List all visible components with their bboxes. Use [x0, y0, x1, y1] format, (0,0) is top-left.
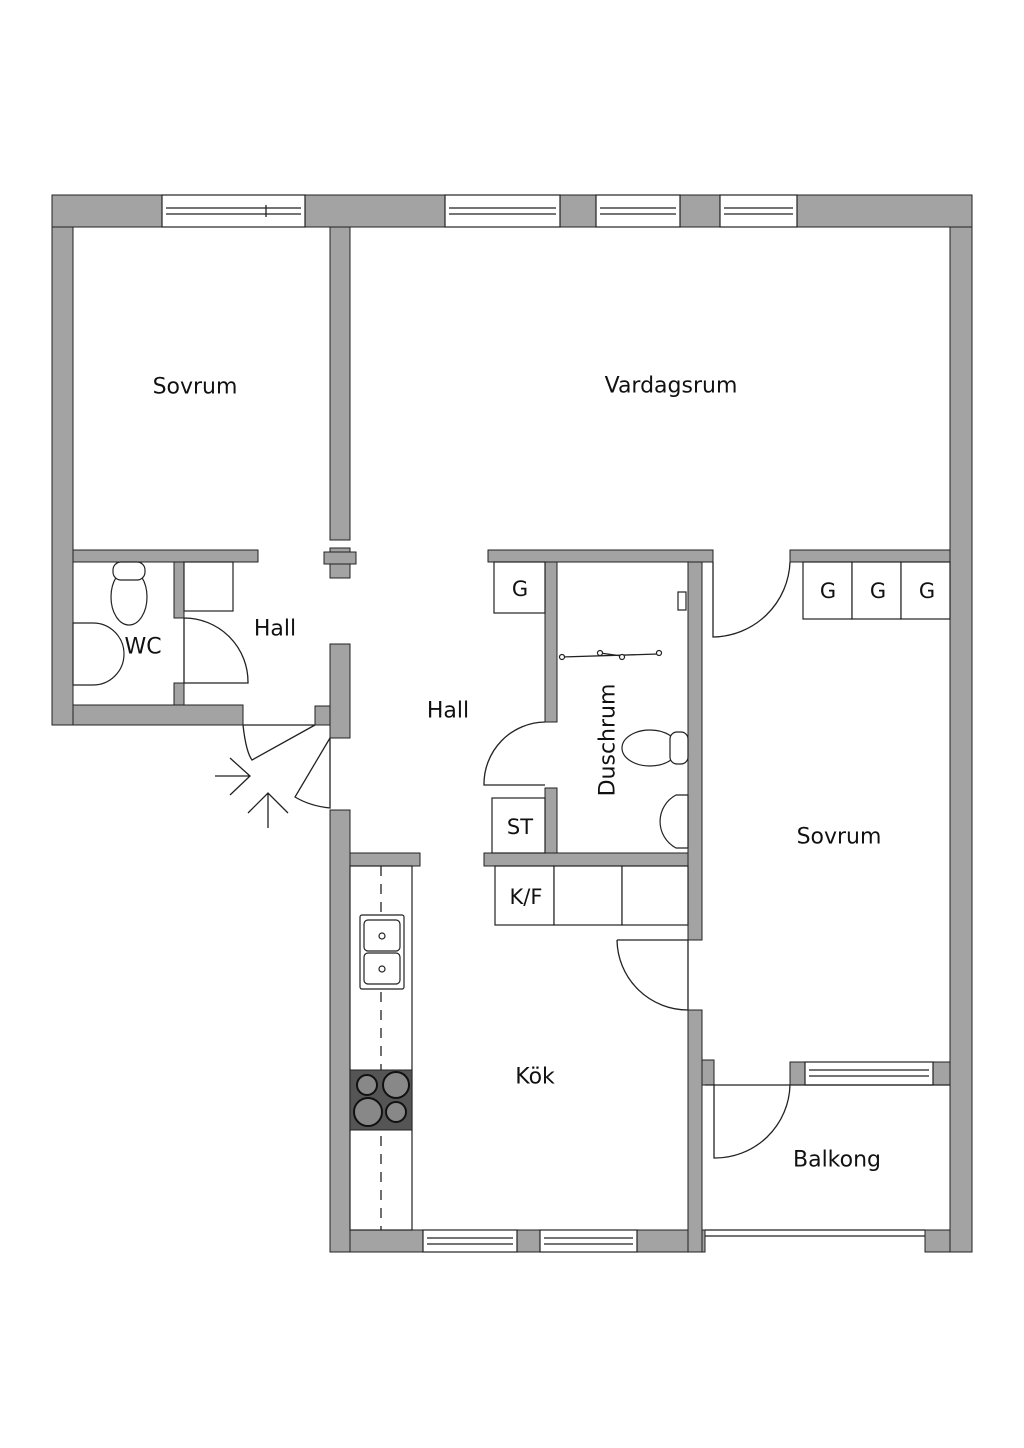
room-label-sovrum-2: Sovrum — [796, 824, 882, 850]
room-label-hall: Hall — [253, 616, 297, 642]
shower-rail — [561, 652, 659, 658]
room-label-balkong: Balkong — [792, 1147, 882, 1173]
room-label-kok: Kök — [515, 1064, 555, 1090]
walls — [51, 194, 973, 1253]
storage-label-g: G — [511, 577, 529, 601]
doors — [183, 561, 950, 1159]
hall-closet — [183, 561, 234, 612]
room-label-hall-2: Hall — [426, 698, 470, 724]
room-label-sovrum: Sovrum — [152, 374, 238, 400]
sink-icon — [72, 622, 125, 686]
storage-label-g: G — [869, 579, 887, 603]
fixtures — [72, 561, 951, 1231]
storage-label-kf: K/F — [509, 885, 543, 909]
storage-label-g: G — [819, 579, 837, 603]
room-label-wc: WC — [124, 634, 162, 660]
room-label-duschrum: Duschrum — [595, 683, 621, 797]
entrance-arrows-icon — [215, 757, 289, 828]
shower-head-icon — [677, 591, 687, 611]
windows — [161, 194, 934, 1253]
room-label-vardagsrum: Vardagsrum — [604, 373, 738, 399]
sink-icon — [659, 794, 689, 849]
storage-label-g: G — [918, 579, 936, 603]
storage-label-st: ST — [506, 815, 534, 839]
